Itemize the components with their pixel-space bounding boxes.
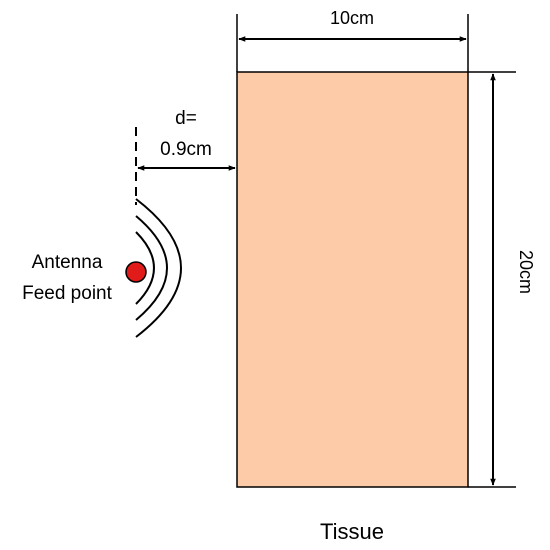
radiation-wave-inner [135,231,155,305]
distance-label-line2: 0.9cm [160,139,212,160]
antenna-label-line2: Feed point [22,283,113,304]
distance-label-line1: d= [175,108,197,129]
antenna-feed-point [125,261,147,283]
width-label: 10cm [330,8,374,28]
height-label: 20cm [516,250,536,294]
tissue-label: Tissue [320,519,384,544]
antenna-label-line1: Antenna [32,252,103,273]
radiation-wave-middle [135,215,168,321]
tissue-block [236,71,469,488]
radiation-wave-outer [135,198,182,338]
